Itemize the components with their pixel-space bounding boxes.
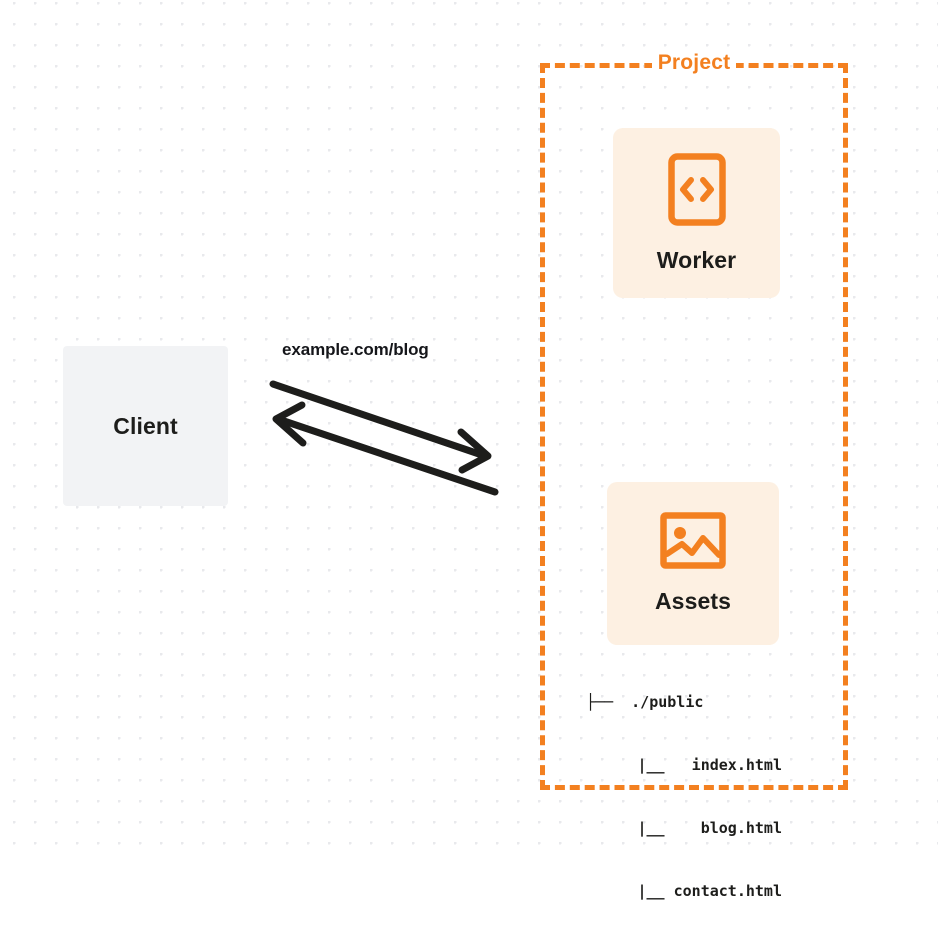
diagram-canvas: Project Worker Assets ├── ./public |__ i… xyxy=(0,0,938,900)
edge-response-arrow xyxy=(272,401,499,496)
edge-label: example.com/blog xyxy=(282,340,429,359)
edge-request-arrow xyxy=(269,380,492,474)
node-assets-title: Assets xyxy=(654,588,732,614)
node-client[interactable]: Client xyxy=(63,346,228,506)
image-icon xyxy=(660,512,726,574)
node-client-title: Client xyxy=(113,412,178,439)
file-tree-root: ├── ./public xyxy=(586,693,704,711)
file-tree-item: |__ contact.html xyxy=(637,882,783,900)
file-tree-item: |__ index.html xyxy=(637,756,783,774)
asset-file-tree: ├── ./public |__ index.html |__ blog.htm… xyxy=(586,650,782,944)
file-tree-item: |__ blog.html xyxy=(637,819,783,837)
project-label-text: Project xyxy=(651,51,737,74)
node-worker[interactable]: Worker xyxy=(613,128,780,298)
node-assets[interactable]: Assets xyxy=(607,482,779,645)
project-label: Project xyxy=(540,50,848,76)
node-worker-title: Worker xyxy=(656,246,737,273)
code-brackets-icon xyxy=(667,152,726,231)
